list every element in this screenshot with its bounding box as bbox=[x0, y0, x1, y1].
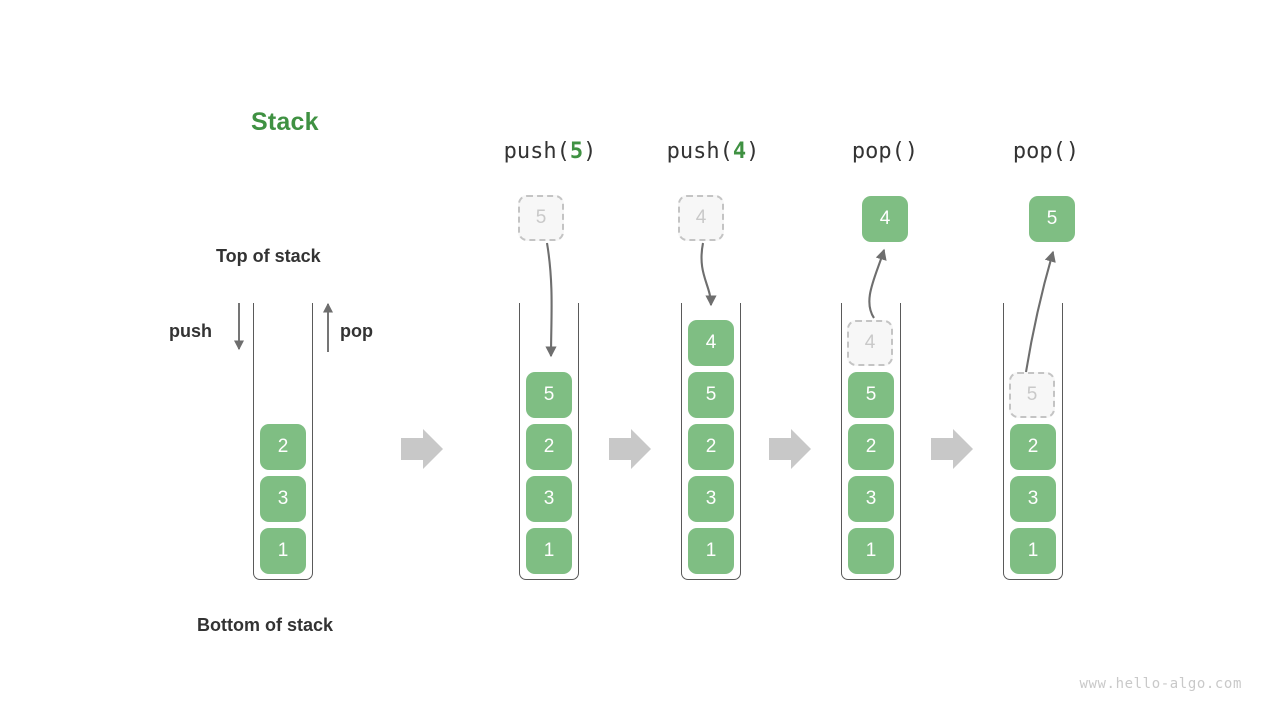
popped-value-box: 5 bbox=[1029, 196, 1075, 242]
transition-arrow-1 bbox=[401, 429, 443, 469]
stack-container bbox=[253, 303, 313, 580]
stack-item: 3 bbox=[260, 476, 306, 522]
column-header-pop-1: pop() bbox=[785, 139, 985, 164]
stack-item: 2 bbox=[260, 424, 306, 470]
header-argument: 4 bbox=[732, 139, 747, 164]
column-header-push-5: push(5) bbox=[450, 139, 650, 164]
stack-item: 3 bbox=[526, 476, 572, 522]
column-header-push-4: push(4) bbox=[613, 139, 813, 164]
stack-container bbox=[681, 303, 741, 580]
stack-item: 2 bbox=[688, 424, 734, 470]
stack-item: 1 bbox=[526, 528, 572, 574]
page-title: Stack bbox=[251, 108, 319, 136]
stack-item: 2 bbox=[1010, 424, 1056, 470]
incoming-value-box: 5 bbox=[518, 195, 564, 241]
stack-item: 3 bbox=[848, 476, 894, 522]
pop-label: pop bbox=[340, 321, 373, 341]
stack-container bbox=[519, 303, 579, 580]
top-of-stack-label: Top of stack bbox=[216, 246, 321, 266]
stack-item: 4 bbox=[688, 320, 734, 366]
stack-item: 5 bbox=[526, 372, 572, 418]
incoming-value-box: 4 bbox=[678, 195, 724, 241]
header-suffix: ) bbox=[746, 139, 760, 164]
header-prefix: pop( bbox=[851, 139, 905, 164]
transition-arrow-2 bbox=[609, 429, 651, 469]
stack-item: 1 bbox=[848, 528, 894, 574]
stack-item: 3 bbox=[1010, 476, 1056, 522]
stack-container bbox=[1003, 303, 1063, 580]
watermark: www.hello-algo.com bbox=[1079, 676, 1242, 692]
push-4-flow-arrow bbox=[700, 242, 717, 307]
popped-value-box: 4 bbox=[862, 196, 908, 242]
removed-slot-box: 4 bbox=[847, 320, 893, 366]
bottom-of-stack-label: Bottom of stack bbox=[197, 615, 334, 635]
header-suffix: ) bbox=[583, 139, 597, 164]
stack-item: 5 bbox=[688, 372, 734, 418]
header-prefix: pop( bbox=[1012, 139, 1066, 164]
stack-item: 1 bbox=[1010, 528, 1056, 574]
header-suffix: ) bbox=[904, 139, 919, 164]
removed-slot-box: 5 bbox=[1009, 372, 1055, 418]
stack-item: 1 bbox=[688, 528, 734, 574]
transition-arrow-3 bbox=[769, 429, 811, 469]
header-prefix: push( bbox=[666, 139, 733, 164]
stack-item: 3 bbox=[688, 476, 734, 522]
header-suffix: ) bbox=[1065, 139, 1080, 164]
column-header-pop-2: pop() bbox=[946, 139, 1146, 164]
stack-container bbox=[841, 303, 901, 580]
stack-item: 1 bbox=[260, 528, 306, 574]
stack-item: 5 bbox=[848, 372, 894, 418]
header-argument: 5 bbox=[569, 139, 584, 164]
transition-arrow-4 bbox=[931, 429, 973, 469]
stack-item: 2 bbox=[848, 424, 894, 470]
stack-item: 2 bbox=[526, 424, 572, 470]
push-label: push bbox=[169, 321, 212, 341]
header-prefix: push( bbox=[503, 139, 570, 164]
